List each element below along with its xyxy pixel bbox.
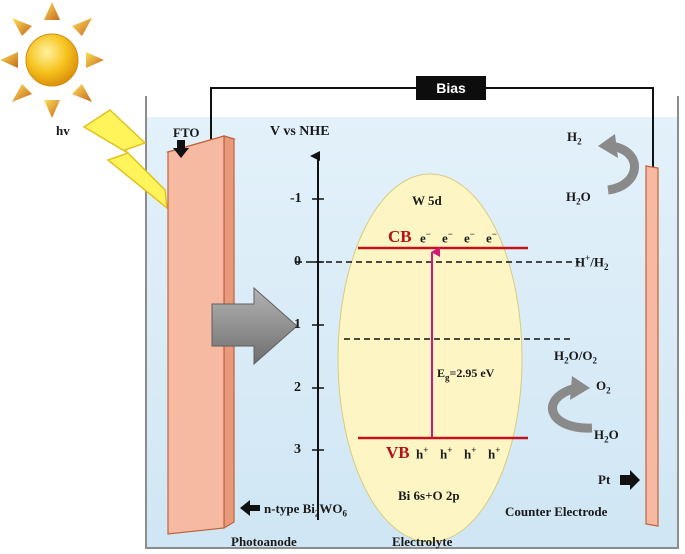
fto-label: FTO <box>173 125 200 140</box>
electrolyte-label: Electrolyte <box>392 534 453 549</box>
h2o-top-label: H2O <box>566 189 591 207</box>
tick-label: 0 <box>294 254 301 269</box>
pt-pointer-icon <box>620 470 640 490</box>
vb-label: VB <box>386 443 410 462</box>
counter-electrode <box>645 165 659 527</box>
hv-label: hv <box>56 123 70 138</box>
h2-evolution-arrow <box>598 134 639 195</box>
band-ellipse <box>337 173 523 543</box>
h2o-bottom-label: H2O <box>594 427 619 445</box>
hole: h+ <box>464 445 477 462</box>
hole: h+ <box>488 445 501 462</box>
bias-label: Bias <box>416 76 486 100</box>
electron: e− <box>486 229 497 246</box>
o2-label: O2 <box>596 378 611 396</box>
tick-label: -1 <box>290 191 302 206</box>
o2-evolution-arrow <box>548 376 593 433</box>
axis-title: V vs NHE <box>270 124 330 139</box>
bias-wire <box>210 87 654 168</box>
gray-arrow-icon <box>211 286 298 366</box>
pt-label: Pt <box>598 472 611 487</box>
band-gap-label: Eg=2.95 eV <box>437 366 495 383</box>
hole: h+ <box>416 445 429 462</box>
electron: e− <box>420 229 431 246</box>
cb-label: CB <box>388 227 412 246</box>
h2-label: H2 <box>567 129 582 147</box>
ntype-pointer-icon <box>240 500 260 516</box>
electron: e− <box>464 229 475 246</box>
ntype-label: n-type Bi2WO6 <box>264 501 348 519</box>
counter-electrode-label: Counter Electrode <box>505 504 608 519</box>
bi6s-label: Bi 6s+O 2p <box>398 488 460 503</box>
lightning-icon <box>82 109 168 210</box>
hole: h+ <box>440 445 453 462</box>
electron: e− <box>442 229 453 246</box>
fto-pointer-icon <box>173 140 189 158</box>
photoanode-label: Photoanode <box>231 534 297 549</box>
tick-label: 3 <box>294 442 301 457</box>
w5d-label: W 5d <box>412 193 442 208</box>
tick-label: 1 <box>294 317 301 332</box>
beaker-outline <box>145 96 679 549</box>
h2o-o2-label: H2O/O2 <box>554 348 597 366</box>
sun-icon <box>0 2 104 118</box>
tick-label: 2 <box>294 380 301 395</box>
h-plus-h2-label: H+/H2 <box>575 253 609 272</box>
